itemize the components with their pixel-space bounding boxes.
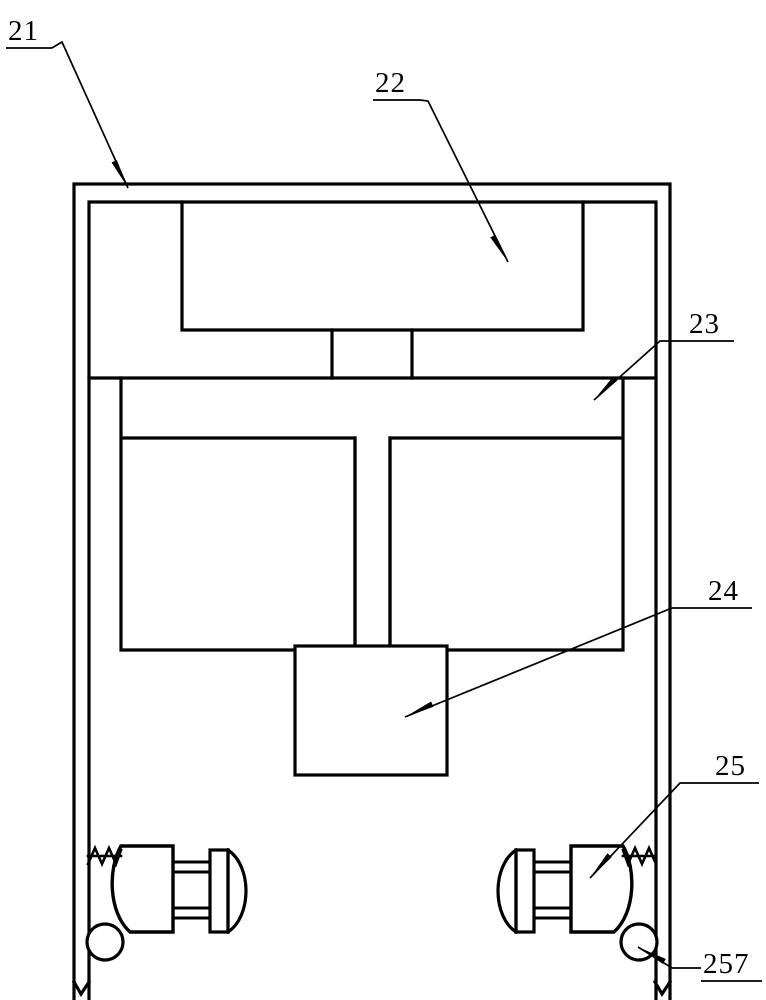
connecting-neck [330,328,414,380]
right-clamp-end-plate [514,848,536,934]
callout-leader-24 [404,607,706,718]
callout-23: 23 [593,308,734,401]
callout-257: 257 [637,946,762,982]
callout-leader-21 [51,40,129,189]
left-guide-roller [85,922,125,962]
reference-numeral-22: 22 [375,67,406,99]
left-clamp-body [110,844,175,934]
left-vertical-panel [119,376,357,652]
inner-frame [87,200,658,1000]
right-guide-roller [619,922,659,962]
right-clamp-assembly [496,844,659,962]
callout-24: 24 [404,575,752,718]
callout-leader-22 [419,99,509,263]
callout-arrowhead-21 [111,160,128,188]
left-clamp-shaft-rails [171,860,212,920]
center-shaft [353,436,392,649]
housing-group [71,182,673,1000]
right-clamp-shaft-rails [532,860,573,920]
reference-numeral-24: 24 [708,575,739,607]
callout-leader-25 [589,782,713,879]
left-clamp-assembly [85,844,248,962]
left-clamp-end-cap [225,847,248,935]
callout-arrowhead-22 [490,234,508,262]
reference-numeral-257: 257 [703,948,750,980]
reference-numeral-25: 25 [715,750,746,782]
upper-chamber-block [180,200,585,332]
callout-arrowhead-25 [590,853,612,878]
left-clamp-shaft-body [171,860,212,920]
left-clamp-end-plate [208,848,230,934]
right-vertical-panel [388,376,625,652]
right-clamp-body [569,844,634,934]
middle-assembly-group [119,376,625,652]
callout-arrowhead-23 [594,376,618,400]
outer-frame [72,182,672,1000]
weight-block-group [293,644,449,777]
lifting-weight-block [293,644,449,777]
upper-chamber-group [180,200,585,380]
right-leg-break [652,979,673,998]
left-leg-break [71,979,92,998]
callout-arrowhead-257 [638,947,666,964]
callout-arrowhead-24 [405,701,434,717]
reference-numeral-23: 23 [689,308,720,340]
right-clamp-shaft-body [532,860,573,920]
callout-22: 22 [373,67,509,263]
callout-leader-23 [593,340,687,401]
reference-numeral-21: 21 [8,15,39,47]
callout-21: 21 [6,15,129,189]
callout-25: 25 [589,750,759,879]
reference-callouts-group: 21 22 23 24 25 257 [6,15,762,982]
right-clamp-end-cap [496,847,519,935]
